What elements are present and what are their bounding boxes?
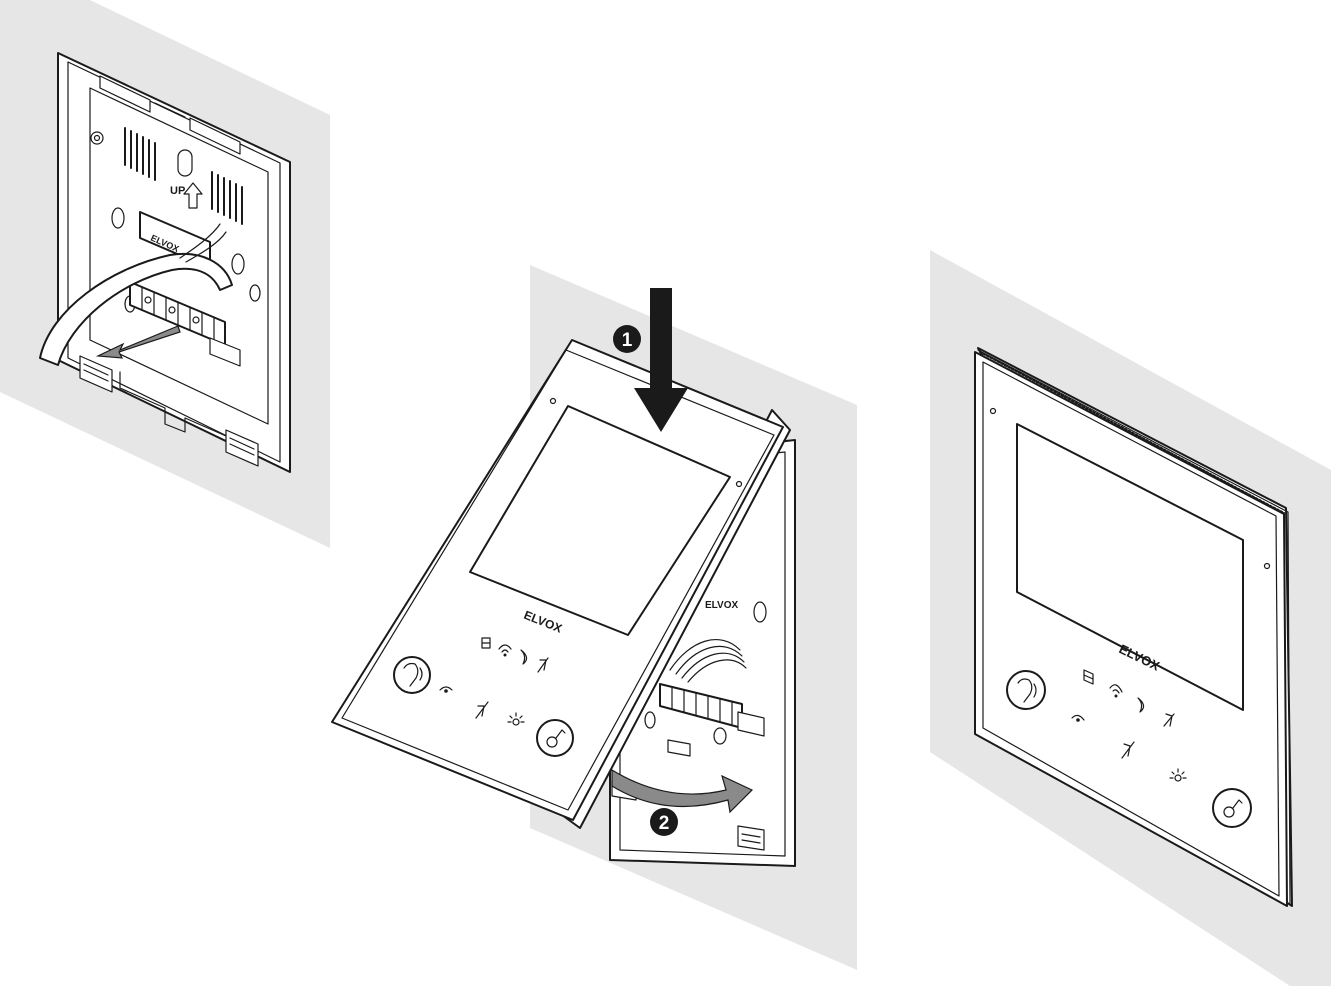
wifi-icon [498, 644, 512, 657]
door-open-icon [481, 637, 491, 649]
door-open-icon [1083, 669, 1094, 685]
answer-call-button[interactable] [393, 656, 431, 694]
panel-2-fitting-monitor: ELVOX [331, 265, 857, 970]
keyhole-slot [713, 727, 727, 745]
keyhole-slot [644, 711, 656, 729]
vent-slots-left [124, 127, 156, 181]
light-icon[interactable] [507, 712, 525, 726]
up-label: UP [170, 185, 185, 197]
step-one-number: 1 [622, 330, 633, 351]
pull-cable-arrow-icon [95, 325, 181, 359]
wifi-icon [1109, 684, 1123, 698]
sensor-dot [549, 397, 557, 405]
mute-icon [537, 657, 549, 673]
step-two-number: 2 [659, 813, 670, 834]
bracket-brand-label: ELVOX [705, 600, 738, 611]
keyhole-slot [753, 601, 767, 623]
sensor-dot [989, 407, 997, 415]
monitor-screen [1016, 423, 1244, 711]
push-down-arrow-icon [634, 288, 688, 432]
keyhole-slot [231, 253, 245, 275]
keyhole-slot [111, 207, 125, 229]
status-icons [1083, 669, 1175, 727]
step-one-badge [613, 325, 641, 353]
centre-slot [177, 149, 193, 177]
up-arrow-icon [183, 182, 203, 209]
cable [39, 223, 233, 366]
monitor-tilted: ELVOX [331, 339, 791, 829]
top-vent-grille [979, 351, 1285, 514]
moon-icon [1137, 697, 1145, 713]
status-icons [481, 637, 549, 673]
sensor-dot [1263, 562, 1271, 570]
door-key-button[interactable] [1212, 788, 1252, 828]
bracket-bottom-clips [79, 355, 259, 467]
panel-3-installed-monitor: ELVOX [930, 250, 1331, 986]
bracket-top-clips [99, 75, 241, 155]
vent-slots-right [211, 171, 243, 225]
eye-icon[interactable] [1071, 714, 1085, 722]
terminal-block [659, 639, 765, 757]
answer-call-button[interactable] [1006, 670, 1046, 710]
door-key-button[interactable] [536, 719, 574, 757]
monitor-screen [469, 405, 731, 636]
mic-mute-icon[interactable] [1121, 741, 1135, 759]
eye-icon[interactable] [439, 686, 453, 693]
sensor-dot [735, 480, 743, 488]
screw-icon [90, 131, 104, 145]
mic-mute-icon[interactable] [475, 701, 489, 719]
mute-icon [1163, 713, 1175, 727]
step-two-badge [650, 808, 678, 836]
keyhole-slot [249, 284, 261, 302]
panel-1-bracket-wiring: UP ELVOX [0, 0, 330, 548]
light-icon[interactable] [1169, 768, 1187, 782]
swing-arrow-icon [611, 768, 754, 814]
moon-icon [520, 649, 528, 665]
